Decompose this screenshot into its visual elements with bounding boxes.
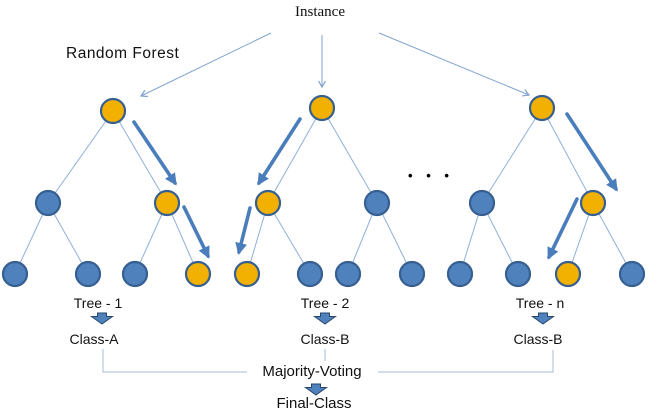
vote-connector-3	[378, 350, 554, 373]
decision-node-highlighted	[308, 94, 336, 122]
vote-connectors	[102, 349, 554, 373]
decision-node	[446, 260, 474, 288]
instance-label: Instance	[295, 4, 345, 20]
decision-node	[74, 260, 102, 288]
decision-node	[468, 189, 496, 217]
tree-1	[1, 97, 212, 288]
decision-path-arrow	[547, 197, 579, 260]
final-class-label: Final-Class	[276, 395, 352, 412]
decision-node	[296, 260, 324, 288]
tree-edge	[47, 202, 89, 275]
decision-node	[334, 260, 362, 288]
instance-arrow-1	[141, 32, 272, 96]
decision-node-highlighted	[153, 189, 181, 217]
decision-path-arrow	[565, 112, 618, 192]
down-block-arrow-3	[530, 312, 556, 325]
tree-edge	[376, 202, 413, 275]
decision-path-arrow	[257, 117, 302, 186]
decision-node-highlighted	[184, 260, 212, 288]
majority-voting-label: Majority-Voting	[262, 363, 362, 380]
decision-node	[363, 189, 391, 217]
decision-node	[34, 189, 62, 217]
decision-node-highlighted	[554, 260, 582, 288]
decision-node	[504, 260, 532, 288]
tree-n-label: Tree - n	[515, 295, 565, 311]
tree-1-class-label: Class-A	[69, 331, 119, 347]
decision-node-highlighted	[254, 189, 282, 217]
tree-2-class-label: Class-B	[300, 331, 350, 347]
tree-edge	[541, 107, 594, 204]
decision-node-highlighted	[528, 94, 556, 122]
tree-edge	[321, 107, 378, 204]
tree-edge	[481, 107, 543, 204]
decision-node-highlighted	[99, 97, 127, 125]
tree-edge	[267, 202, 311, 275]
instance-arrow-3	[378, 32, 529, 95]
block-arrows	[89, 312, 556, 396]
down-block-arrow-4	[303, 383, 329, 396]
decision-node-highlighted	[579, 189, 607, 217]
decision-node	[1, 260, 29, 288]
decision-path-arrow	[182, 205, 210, 259]
tree-2-label: Tree - 2	[300, 295, 350, 311]
decision-path-arrow	[132, 120, 177, 186]
tree-edge	[112, 110, 168, 204]
down-block-arrow-2	[312, 312, 338, 325]
diagram-title: Random Forest	[66, 45, 180, 62]
tree-edge	[592, 202, 633, 275]
vote-connector-1	[102, 349, 247, 373]
tree-edge	[481, 202, 519, 275]
decision-node	[398, 260, 426, 288]
tree-3	[446, 94, 646, 288]
tree-1-label: Tree - 1	[73, 295, 123, 311]
tree-edge	[267, 107, 323, 204]
ellipsis-dots: • • •	[408, 168, 454, 183]
decision-node	[618, 260, 646, 288]
decision-node	[121, 260, 149, 288]
tree-n-class-label: Class-B	[513, 331, 563, 347]
tree-edge	[47, 110, 114, 204]
tree-2	[233, 94, 426, 288]
instance-arrows	[141, 32, 529, 96]
decision-node-highlighted	[233, 260, 261, 288]
decision-path-arrow	[235, 206, 252, 255]
down-block-arrow-1	[89, 312, 115, 325]
